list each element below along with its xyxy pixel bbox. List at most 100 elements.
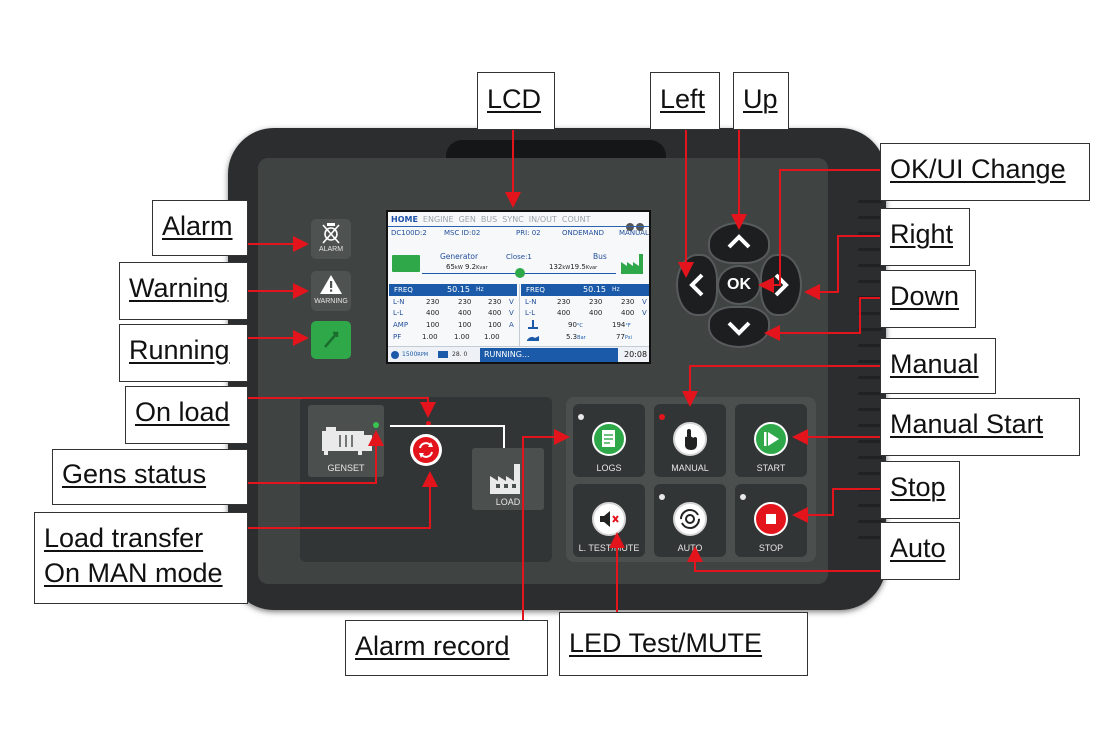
lcd-close-label: Close:1 (506, 253, 532, 261)
lcd-left-cell: 230 (458, 298, 472, 306)
lcd-left-row-label: AMP (393, 321, 409, 329)
lcd-tab-bus[interactable]: BUS (480, 215, 498, 224)
callout-lcd-text: LCD (487, 84, 542, 114)
callout-up: Up (733, 72, 789, 130)
lcd-left-cell: 400 (458, 309, 472, 317)
lcd-rpm-icon (391, 351, 399, 359)
lcd-right-row-label: L-N (525, 298, 537, 306)
lcd-table-divider (519, 284, 520, 352)
stop-label: STOP (758, 543, 784, 553)
transfer-icon (419, 442, 433, 458)
lcd-statusbar: 1500RPM 28. 0 RUNNING... 20:08 (388, 346, 649, 362)
lcd-left-cell: 1.00 (454, 333, 470, 341)
ok-button[interactable]: OK (717, 265, 761, 305)
hand-pointer-icon (685, 429, 697, 450)
lcd-left-cell: 230 (426, 298, 440, 306)
lcd-left-unit: A (509, 321, 514, 329)
lcd-left-cell: 100 (426, 321, 440, 329)
manual-led (659, 414, 665, 420)
auto-button[interactable]: AUTO (654, 484, 726, 557)
lcd-msc-id: MSC ID:02 (444, 229, 481, 237)
lcd-left-row-label: L-N (393, 298, 405, 306)
lcd-temp-c-unit: °C (576, 323, 583, 329)
lcd-press-bar: 5.3Bar (566, 333, 586, 341)
genset-icon (322, 427, 372, 455)
start-button[interactable]: START (735, 404, 807, 477)
genset-tile: GENSET (308, 405, 384, 477)
lcd-factory-icon (621, 254, 643, 274)
lcd-left-freq-value: 50.15 (447, 285, 470, 294)
lcd-left-freq-label: FREQ (394, 286, 413, 294)
genset-status-led (373, 422, 379, 428)
manual-label: MANUAL (671, 463, 709, 473)
ltest-mute-label: L. TEST/MUTE (578, 543, 640, 553)
lcd-gen-kw: 65 (446, 263, 455, 271)
lcd-mode-demand: ONDEMAND (562, 229, 605, 237)
lcd-mode: MANUAL (619, 229, 649, 237)
lcd-press-psi-unit: Psi (624, 335, 632, 341)
lcd-bus-title: Bus (593, 252, 607, 261)
lcd-tab-gen[interactable]: GEN (458, 215, 476, 224)
stop-round (754, 502, 788, 536)
logs-button[interactable]: LOGS (573, 404, 645, 477)
lcd-tab-engine[interactable]: ENGINE (422, 215, 454, 224)
load-transfer-button[interactable] (410, 434, 442, 466)
lcd-coolant-temp-icon (528, 320, 538, 329)
logs-led (578, 414, 584, 420)
lcd-gen-kvar: 9.2 (465, 263, 477, 271)
lcd-left-row-label: L-L (393, 309, 404, 317)
manual-button[interactable]: MANUAL (654, 404, 726, 477)
lcd-right-freq-label: FREQ (526, 286, 545, 294)
lcd-right-unit: V (642, 298, 647, 306)
start-round (754, 422, 788, 456)
lcd-left-cell: 100 (488, 321, 502, 329)
lcd-rpm-unit: RPM (417, 352, 429, 358)
callout-right-text: Right (890, 219, 954, 249)
lcd-tab-count[interactable]: COUNT (561, 215, 591, 224)
lcd-tab-home[interactable]: HOME (391, 215, 418, 224)
lcd-right-cell: 230 (621, 298, 635, 306)
callout-alarm: Alarm (152, 200, 248, 256)
callout-auto-text: Auto (890, 533, 946, 563)
lcd-press-bar-unit: Bar (577, 335, 586, 341)
ltest-mute-button[interactable]: L. TEST/MUTE (573, 484, 645, 557)
alarm-indicator: ALARM (311, 219, 351, 259)
callout-alarm-record-text: Alarm record (355, 631, 510, 661)
lcd-tab-sync[interactable]: SYNC (502, 215, 524, 224)
nav-down-button[interactable] (708, 306, 770, 348)
callout-gens-status-text: Gens status (62, 459, 207, 489)
auto-round (673, 502, 707, 536)
lcd-tabs: HOME ENGINE GEN BUS SYNC IN/OUT COUNT (391, 215, 649, 224)
callout-manual-start-text: Manual Start (890, 409, 1044, 439)
lcd-nav-dots (626, 216, 644, 235)
lcd-gen-power: 65kW 9.2Kvar (446, 263, 488, 271)
callout-on-load-text: On load (135, 397, 230, 427)
lcd-left-cell: 1.00 (422, 333, 438, 341)
lcd-right-cell: 230 (557, 298, 571, 306)
lcd-left-cell: 230 (488, 298, 502, 306)
lcd-left-unit: V (509, 309, 514, 317)
chevron-up-icon (727, 234, 751, 249)
callout-down-text: Down (890, 281, 960, 311)
lcd-left-cell: 400 (488, 309, 502, 317)
auto-cycle-icon (680, 509, 700, 529)
lcd-tab-inout[interactable]: IN/OUT (528, 215, 557, 224)
callout-warning: Warning (119, 262, 248, 320)
lcd-rpm: 1500RPM (402, 351, 428, 358)
callout-alarm-text: Alarm (162, 211, 233, 241)
lcd-run-state: RUNNING... (480, 348, 618, 362)
lcd-battery-icon (438, 351, 448, 358)
lcd-right-row-label: L-L (525, 309, 536, 317)
lcd-left-unit: V (509, 298, 514, 306)
lcd-press-psi-value: 77 (616, 333, 625, 341)
warning-triangle-icon (320, 275, 342, 294)
alarm-indicator-label: ALARM (318, 246, 344, 253)
lcd-pri: PRI: 02 (516, 229, 541, 237)
lcd-right-cell: 400 (589, 309, 603, 317)
lcd-freq-bar-right: FREQ 50.15 Hz (521, 284, 649, 296)
lcd-bus-kw: 132 (549, 263, 563, 271)
stop-button[interactable]: STOP (735, 484, 807, 557)
lcd-left-freq-unit: Hz (476, 286, 484, 293)
callout-running: Running (119, 324, 248, 382)
